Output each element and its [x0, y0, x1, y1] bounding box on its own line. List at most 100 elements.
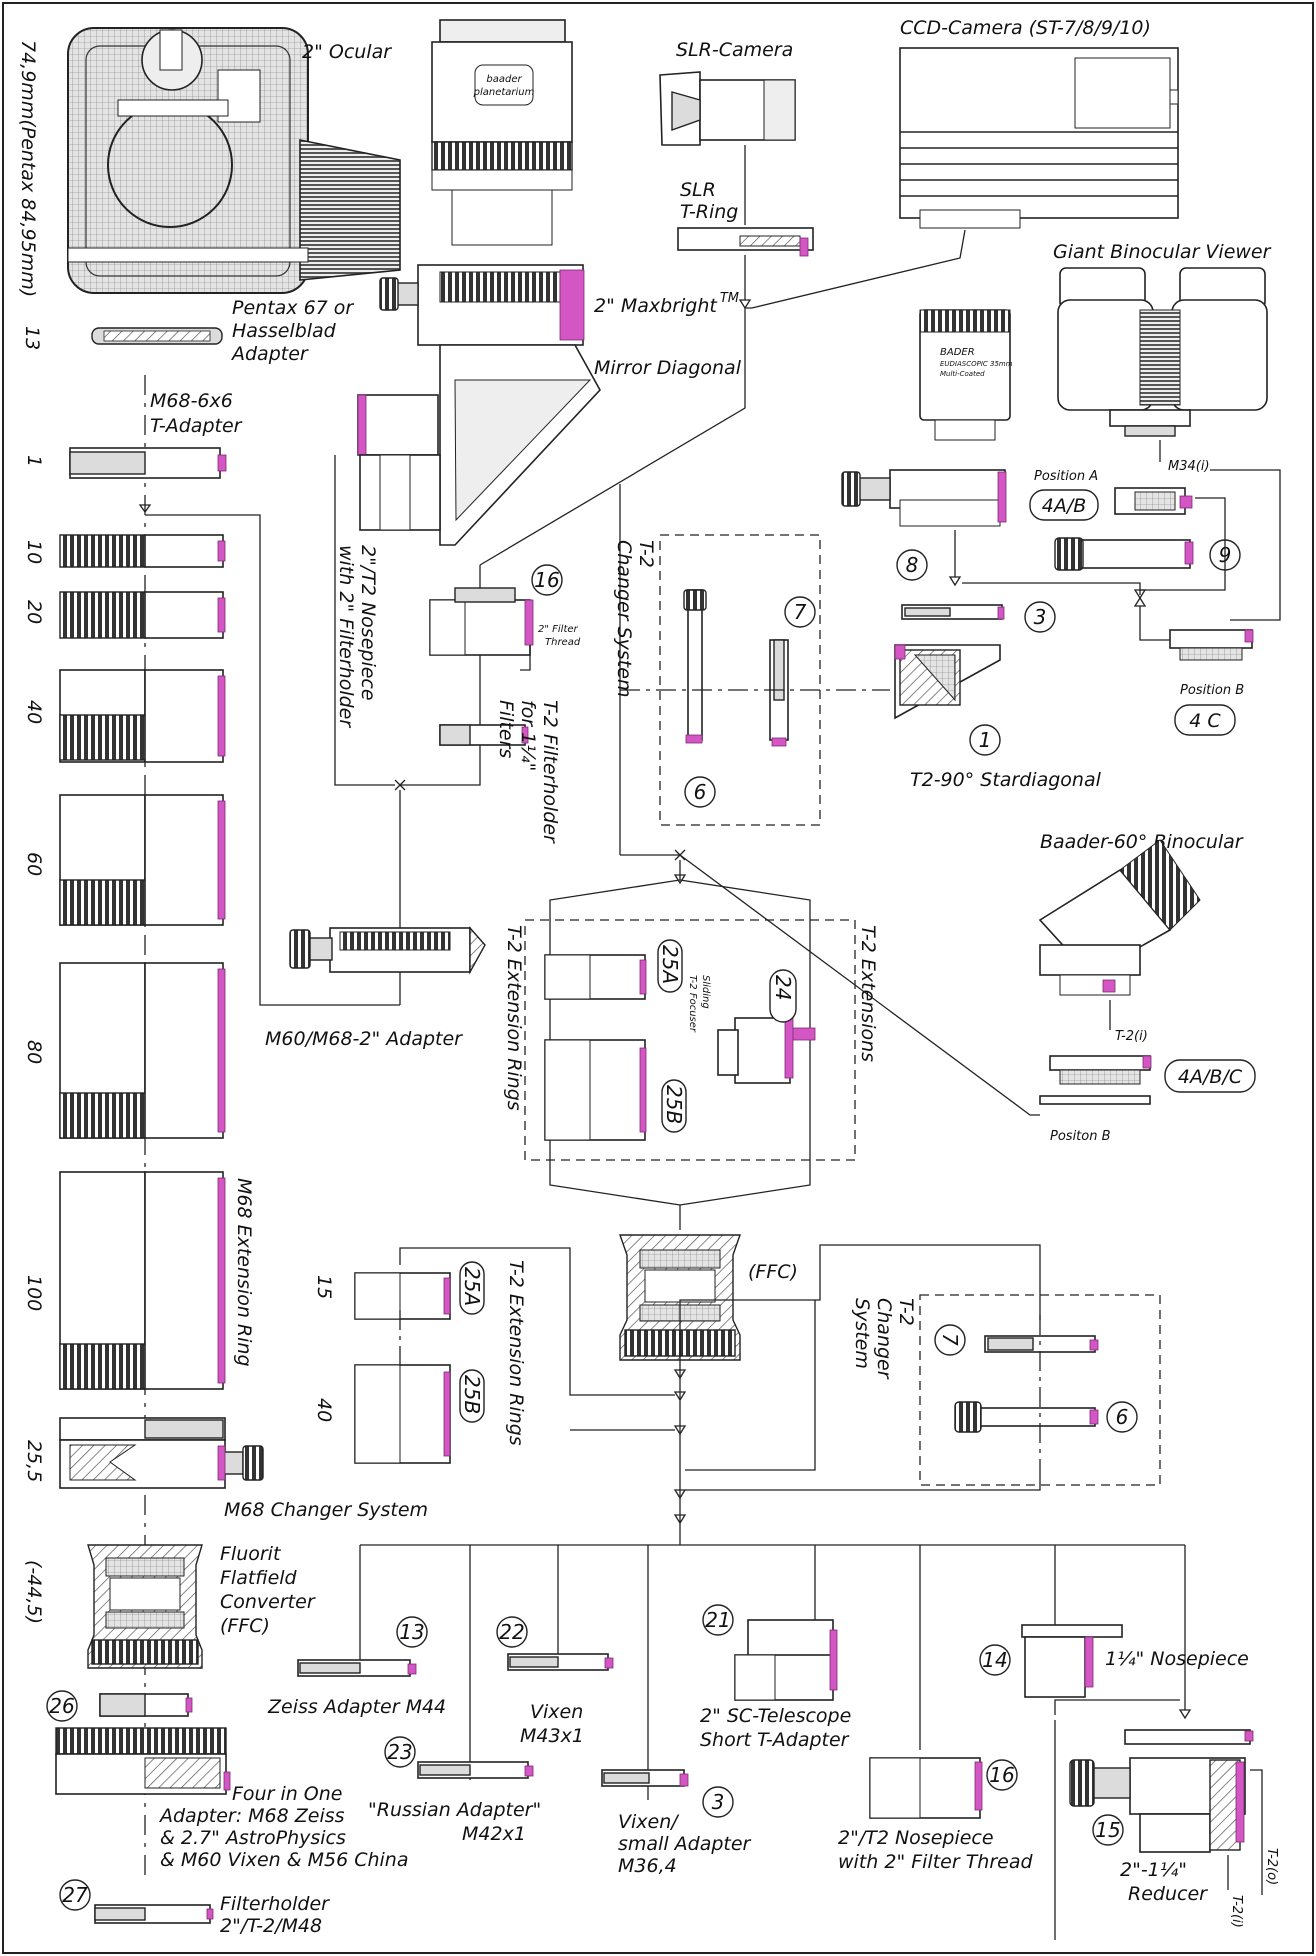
callout-26-number: 26: [49, 1694, 74, 1718]
slr-camera-drawing: [659, 71, 796, 146]
stack-arrow-5: [673, 1514, 687, 1525]
reducer-label-2: Reducer: [1128, 1883, 1208, 1905]
position-a-link: [1140, 497, 1226, 591]
changer-in-line: [679, 1244, 1041, 1360]
m68-adapter-label-1: M68-6x6: [150, 390, 233, 412]
t2-extensions-label: T-2 Extensions: [857, 925, 879, 1062]
pentax-adapter-label-3: Adapter: [230, 343, 309, 365]
ring-dim-40: 40: [23, 700, 45, 724]
filterholder-label-2: 2"/T-2/M48: [220, 1915, 322, 1937]
zeiss-adapter-drawing: [297, 1659, 417, 1677]
diagonal-link-left: [334, 455, 395, 786]
link-14-15: [1054, 1699, 1180, 1715]
extension-ring-10: [59, 534, 226, 568]
callout-6-lower-number: 6: [1116, 1405, 1129, 1429]
callout-22: [496, 1616, 528, 1648]
vixen-small-label-1: Vixen/: [618, 1811, 680, 1833]
stack-arrow-1: [673, 1369, 687, 1380]
callout-25b-mid: [661, 1079, 687, 1133]
callout-16-mid: [531, 564, 563, 596]
callout-3-top-number: 3: [1034, 605, 1047, 629]
pos-4abc-badge: [1164, 1059, 1256, 1093]
m68-changer-drawing: [59, 1417, 264, 1489]
callout-6-top: [684, 776, 716, 808]
item-25b-drawing-mid: [544, 1039, 647, 1141]
callout-23: [384, 1736, 416, 1768]
nosepiece-label-2: with 2" Filterholder: [335, 545, 357, 728]
extension-ring-80: [59, 962, 226, 1139]
baader-binocular-drawing: [1038, 839, 1201, 996]
position-a-label: Position A: [1034, 469, 1098, 484]
ocular-brand-1: baader: [486, 74, 522, 85]
filter-thread-pointer: [520, 645, 531, 671]
ring-dim-10: 10: [23, 540, 45, 564]
callout-16-bottom-number: 16: [989, 1763, 1014, 1787]
sliding-label-2: T-2 Focuser: [687, 975, 698, 1033]
t2-extension-box: [524, 919, 856, 1161]
pos-4abc-text: 4A/B/C: [1178, 1066, 1243, 1088]
filterholder-drawing: [94, 1904, 214, 1924]
arrow-m68: [138, 504, 152, 514]
callout-25b-lower-number: 25B: [460, 1375, 484, 1414]
item-26-drawing: [99, 1693, 193, 1717]
m68-changer-label: M68 Changer System: [224, 1499, 428, 1521]
reducer-drawing: [1069, 1729, 1254, 1853]
stack-arrow-2: [673, 1391, 687, 1402]
item-6-drawing-lower: [954, 1401, 1099, 1433]
item-7-drawing-top: [769, 639, 789, 747]
four-in-one-label-3: & 2.7" AstroPhysics: [160, 1827, 346, 1849]
medium-format-camera: [67, 27, 401, 294]
maxbright-label-2: Mirror Diagonal: [594, 357, 742, 379]
junction-to-nosepiece: [479, 308, 746, 566]
ffc-label-1: Fluorit: [220, 1543, 282, 1565]
callout-15-number: 15: [1095, 1818, 1120, 1842]
callout-26: [46, 1690, 78, 1722]
callout-13-number: 13: [399, 1620, 424, 1644]
callout-7-top: [784, 596, 816, 628]
ffc-center-label: (FFC): [748, 1261, 798, 1283]
callout-7-top-number: 7: [794, 600, 807, 624]
position-b-drawing: [1169, 629, 1254, 661]
pentax-adapter-label-2: Hasselblad: [232, 320, 337, 342]
changer-out-line: [685, 1300, 816, 1471]
arrow-15: [1178, 1709, 1192, 1720]
item-25a-drawing-mid: [544, 954, 647, 1000]
filter-thread-label-1: 2" Filter: [538, 624, 579, 635]
ext-dim-15: 15: [313, 1275, 335, 1299]
ring-dim-100: 100: [23, 1275, 45, 1311]
nose2-label-2: with 2" Filter Thread: [838, 1851, 1033, 1873]
item-9-drawing: [1054, 537, 1194, 571]
four-in-one-label-2: Adapter: M68 Zeiss: [158, 1805, 345, 1827]
t2-changer-label-2: Changer System: [613, 540, 635, 697]
ccd-camera-drawing: [899, 47, 1179, 229]
ring-dim-60: 60: [23, 852, 45, 876]
t2-filterholder-drawing: [439, 724, 529, 746]
item-7-drawing-lower: [984, 1335, 1099, 1353]
vixen-small-label-2: small Adapter: [618, 1833, 752, 1855]
pos-4c-badge: [1174, 704, 1236, 736]
position-a-drawing: [1114, 487, 1193, 515]
callout-25b-lower: [459, 1369, 485, 1423]
position-b-label: Position B: [1180, 683, 1244, 698]
nose14-label: 1¼" Nosepiece: [1105, 1648, 1249, 1670]
callout-3-bottom: [702, 1786, 734, 1818]
baader-binocular-label: Baader-60° Binocular: [1040, 831, 1244, 853]
eyepiece-125-drawing: [919, 309, 1011, 441]
russian-label-1: "Russian Adapter": [368, 1799, 541, 1821]
reducer-label-1: 2"-1¼": [1120, 1859, 1187, 1881]
callout-24: [769, 969, 797, 1023]
ring-dim-80: 80: [23, 1040, 45, 1064]
fork-arrow: [673, 874, 687, 885]
changer-out-line-2: [685, 1470, 1041, 1491]
extension-ring-20: [59, 591, 226, 639]
russian-adapter-drawing: [417, 1761, 534, 1779]
callout-15: [1092, 1814, 1124, 1846]
item-25a-drawing-lower: [354, 1272, 451, 1320]
callout-1: [969, 724, 1001, 756]
callout-23-number: 23: [387, 1740, 412, 1764]
t2i-label-mid: T-2(i): [1115, 1029, 1148, 1044]
item-3-drawing: [901, 604, 1005, 620]
t2-filterholder-label-2: for 1¼": [517, 700, 539, 771]
sc-label-1: 2" SC-Telescope: [700, 1705, 851, 1727]
